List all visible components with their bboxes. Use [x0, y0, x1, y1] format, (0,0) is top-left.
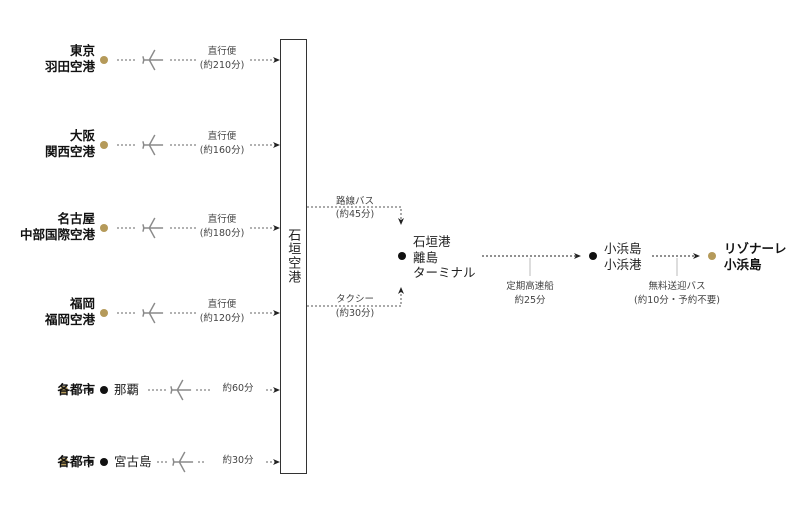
- port-line-3: ターミナル: [413, 265, 476, 281]
- origin-city: 各都市: [57, 382, 95, 397]
- shuttle-mode: 無料送迎バス: [648, 281, 706, 292]
- origin-airport: 福岡空港: [44, 312, 95, 327]
- plane-icon: [142, 134, 164, 156]
- bus-mode: 路線バス: [335, 196, 375, 207]
- destination-dot: [708, 252, 716, 260]
- port-line-2: 離島: [413, 249, 439, 265]
- taxi-time: (約30分): [335, 308, 375, 319]
- flight-mode: 直行便: [207, 131, 237, 142]
- plane-icon: [142, 302, 164, 324]
- flight-mode: 直行便: [207, 299, 237, 310]
- origin-dot: [100, 141, 108, 149]
- bus-time: (約45分): [335, 209, 375, 220]
- origin-city: 各都市: [57, 454, 95, 469]
- origin-city: 福岡: [69, 296, 95, 311]
- flight-mode: 直行便: [207, 214, 237, 225]
- flight-time: 約60分: [222, 383, 254, 394]
- island-port-dot: [589, 252, 597, 260]
- origin-dot: [60, 458, 68, 466]
- via-airport: 那覇: [114, 382, 140, 397]
- origin-city: 大阪: [69, 128, 95, 143]
- plane-icon: [170, 379, 192, 401]
- origin-dot: [60, 386, 68, 394]
- destination-label: リゾナーレ 小浜島: [724, 241, 787, 272]
- origin-city: 名古屋: [57, 211, 95, 226]
- port-label: 石垣港 離島 ターミナル: [413, 234, 476, 281]
- flight-mode: 直行便: [207, 46, 237, 57]
- origin-airport: 羽田空港: [44, 59, 95, 74]
- plane-icon: [142, 49, 164, 71]
- flight-time: (約180分): [199, 228, 245, 239]
- plane-icon: [172, 451, 194, 473]
- hub-box: [280, 39, 307, 474]
- bus-line: [307, 206, 404, 225]
- flight-time: (約120分): [199, 313, 245, 324]
- taxi-mode: タクシー: [335, 294, 375, 305]
- destination-line-1: リゾナーレ: [724, 241, 787, 256]
- origin-dot: [100, 56, 108, 64]
- flight-time: (約210分): [199, 60, 245, 71]
- island-port-line-2: 小浜港: [604, 256, 642, 272]
- origin-dot: [100, 224, 108, 232]
- taxi-line: [307, 287, 404, 307]
- via-airport: 宮古島: [114, 454, 152, 469]
- island-port-line-1: 小浜島: [604, 241, 642, 256]
- origin-dot: [100, 309, 108, 317]
- island-port-label: 小浜島 小浜港: [604, 241, 642, 272]
- port-dot: [398, 252, 406, 260]
- port-line-1: 石垣港: [413, 234, 451, 249]
- ferry-time: 約25分: [514, 295, 546, 306]
- via-dot: [100, 386, 108, 394]
- origin-city: 東京: [69, 43, 95, 58]
- plane-icon: [142, 217, 164, 239]
- shuttle-time: (約10分・予約不要): [633, 295, 721, 306]
- origin-airport: 関西空港: [44, 144, 95, 159]
- origin-airport: 中部国際空港: [19, 227, 95, 242]
- hub-label: 石垣空港: [285, 228, 301, 284]
- via-dot: [100, 458, 108, 466]
- flight-time: (約160分): [199, 145, 245, 156]
- ferry-mode: 定期高速船: [506, 281, 554, 292]
- destination-line-2: 小浜島: [724, 256, 762, 272]
- flight-time: 約30分: [222, 455, 254, 466]
